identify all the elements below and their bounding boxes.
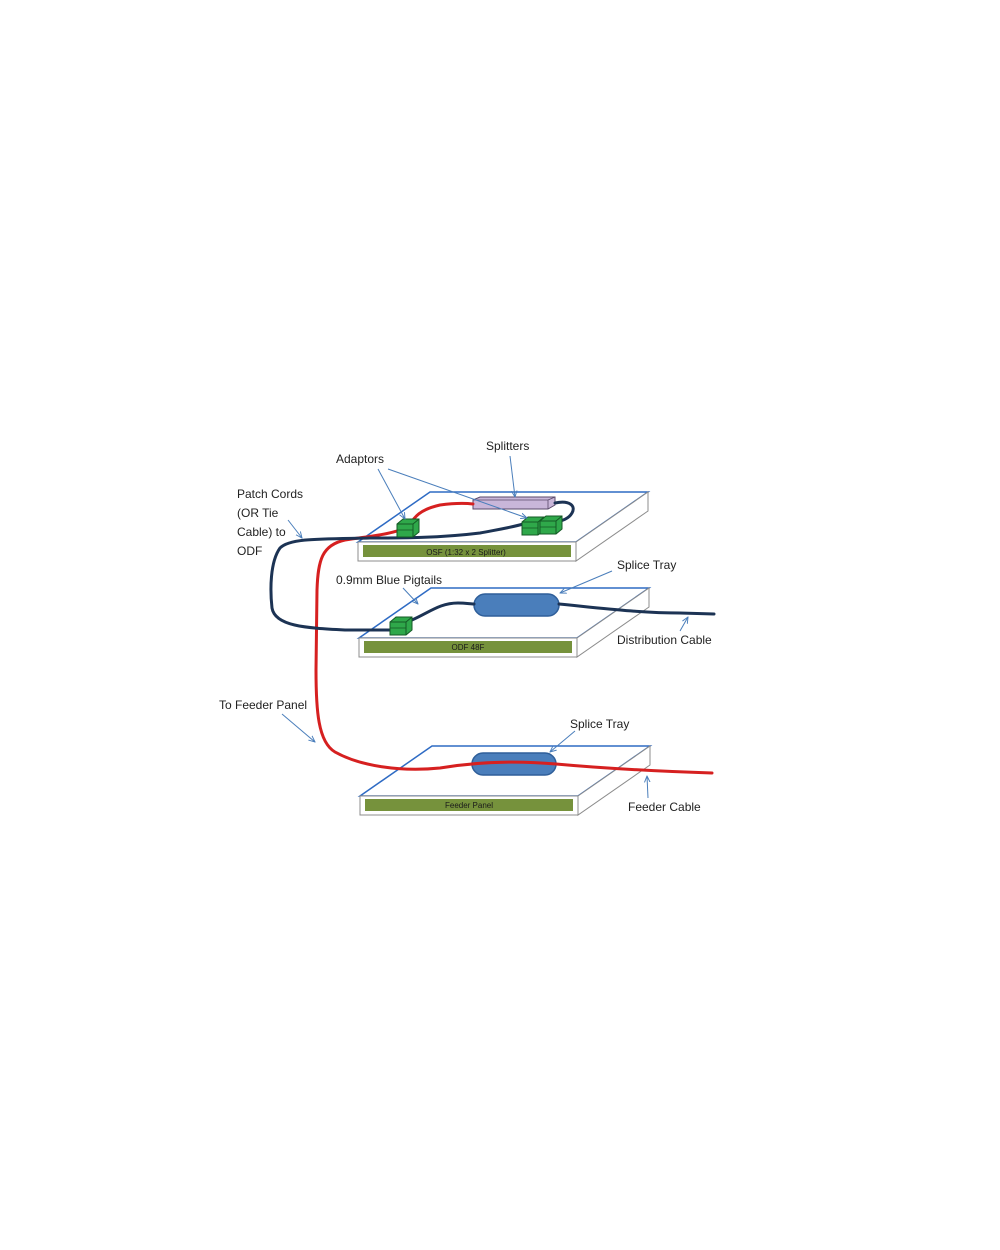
to-feeder-panel-arrow bbox=[281, 713, 315, 742]
feeder-cable-label: Feeder Cable bbox=[628, 800, 701, 814]
to-feeder-panel-label: To Feeder Panel bbox=[219, 698, 307, 712]
adaptors-label: Adaptors bbox=[336, 452, 384, 466]
patch-cords-label-3: Cable) to bbox=[237, 525, 286, 539]
odf-panel-label: ODF 48F bbox=[452, 643, 485, 652]
osf-panel-strip bbox=[363, 545, 571, 557]
blue-pigtail bbox=[410, 601, 476, 622]
patch-cords-label-2: (OR Tie bbox=[237, 506, 279, 520]
splitters-arrow bbox=[509, 455, 515, 497]
feeder-panel-label: Feeder Panel bbox=[445, 801, 493, 810]
osf-panel: OSF (1:32 x 2 Splitter) bbox=[355, 491, 651, 562]
adaptors-arrow-right bbox=[387, 468, 527, 518]
patch-cords-label-1: Patch Cords bbox=[237, 487, 303, 501]
splice-tray-lower-label: Splice Tray bbox=[570, 717, 629, 731]
adaptors-arrow-left bbox=[377, 468, 405, 519]
patch-cords-arrow bbox=[287, 519, 302, 538]
splice-tray-upper-label: Splice Tray bbox=[617, 558, 676, 572]
osf-panel-label: OSF (1:32 x 2 Splitter) bbox=[426, 548, 506, 557]
distribution-cable bbox=[557, 602, 716, 616]
adaptor-right-2 bbox=[539, 515, 563, 535]
odf-panel-strip bbox=[364, 641, 572, 653]
adaptor-left bbox=[396, 518, 420, 538]
adaptor-odf bbox=[389, 616, 413, 636]
splitters-label: Splitters bbox=[486, 439, 529, 453]
distribution-cable-label: Distribution Cable bbox=[617, 633, 712, 647]
feeder-panel-strip bbox=[365, 799, 573, 811]
red-feeder-cable bbox=[314, 501, 714, 775]
blue-patch-cord bbox=[269, 521, 529, 632]
splice-tray-lower-arrow bbox=[550, 730, 576, 752]
feeder-cable-arrow bbox=[647, 776, 648, 799]
pigtails-arrow bbox=[402, 587, 418, 604]
distribution-cable-arrow bbox=[679, 617, 688, 632]
splice-tray-upper-arrow bbox=[560, 570, 613, 593]
blue-pigtails-label: 0.9mm Blue Pigtails bbox=[336, 573, 442, 587]
odf-splice-tray bbox=[473, 593, 560, 617]
patch-cords-label-4: ODF bbox=[237, 544, 262, 558]
